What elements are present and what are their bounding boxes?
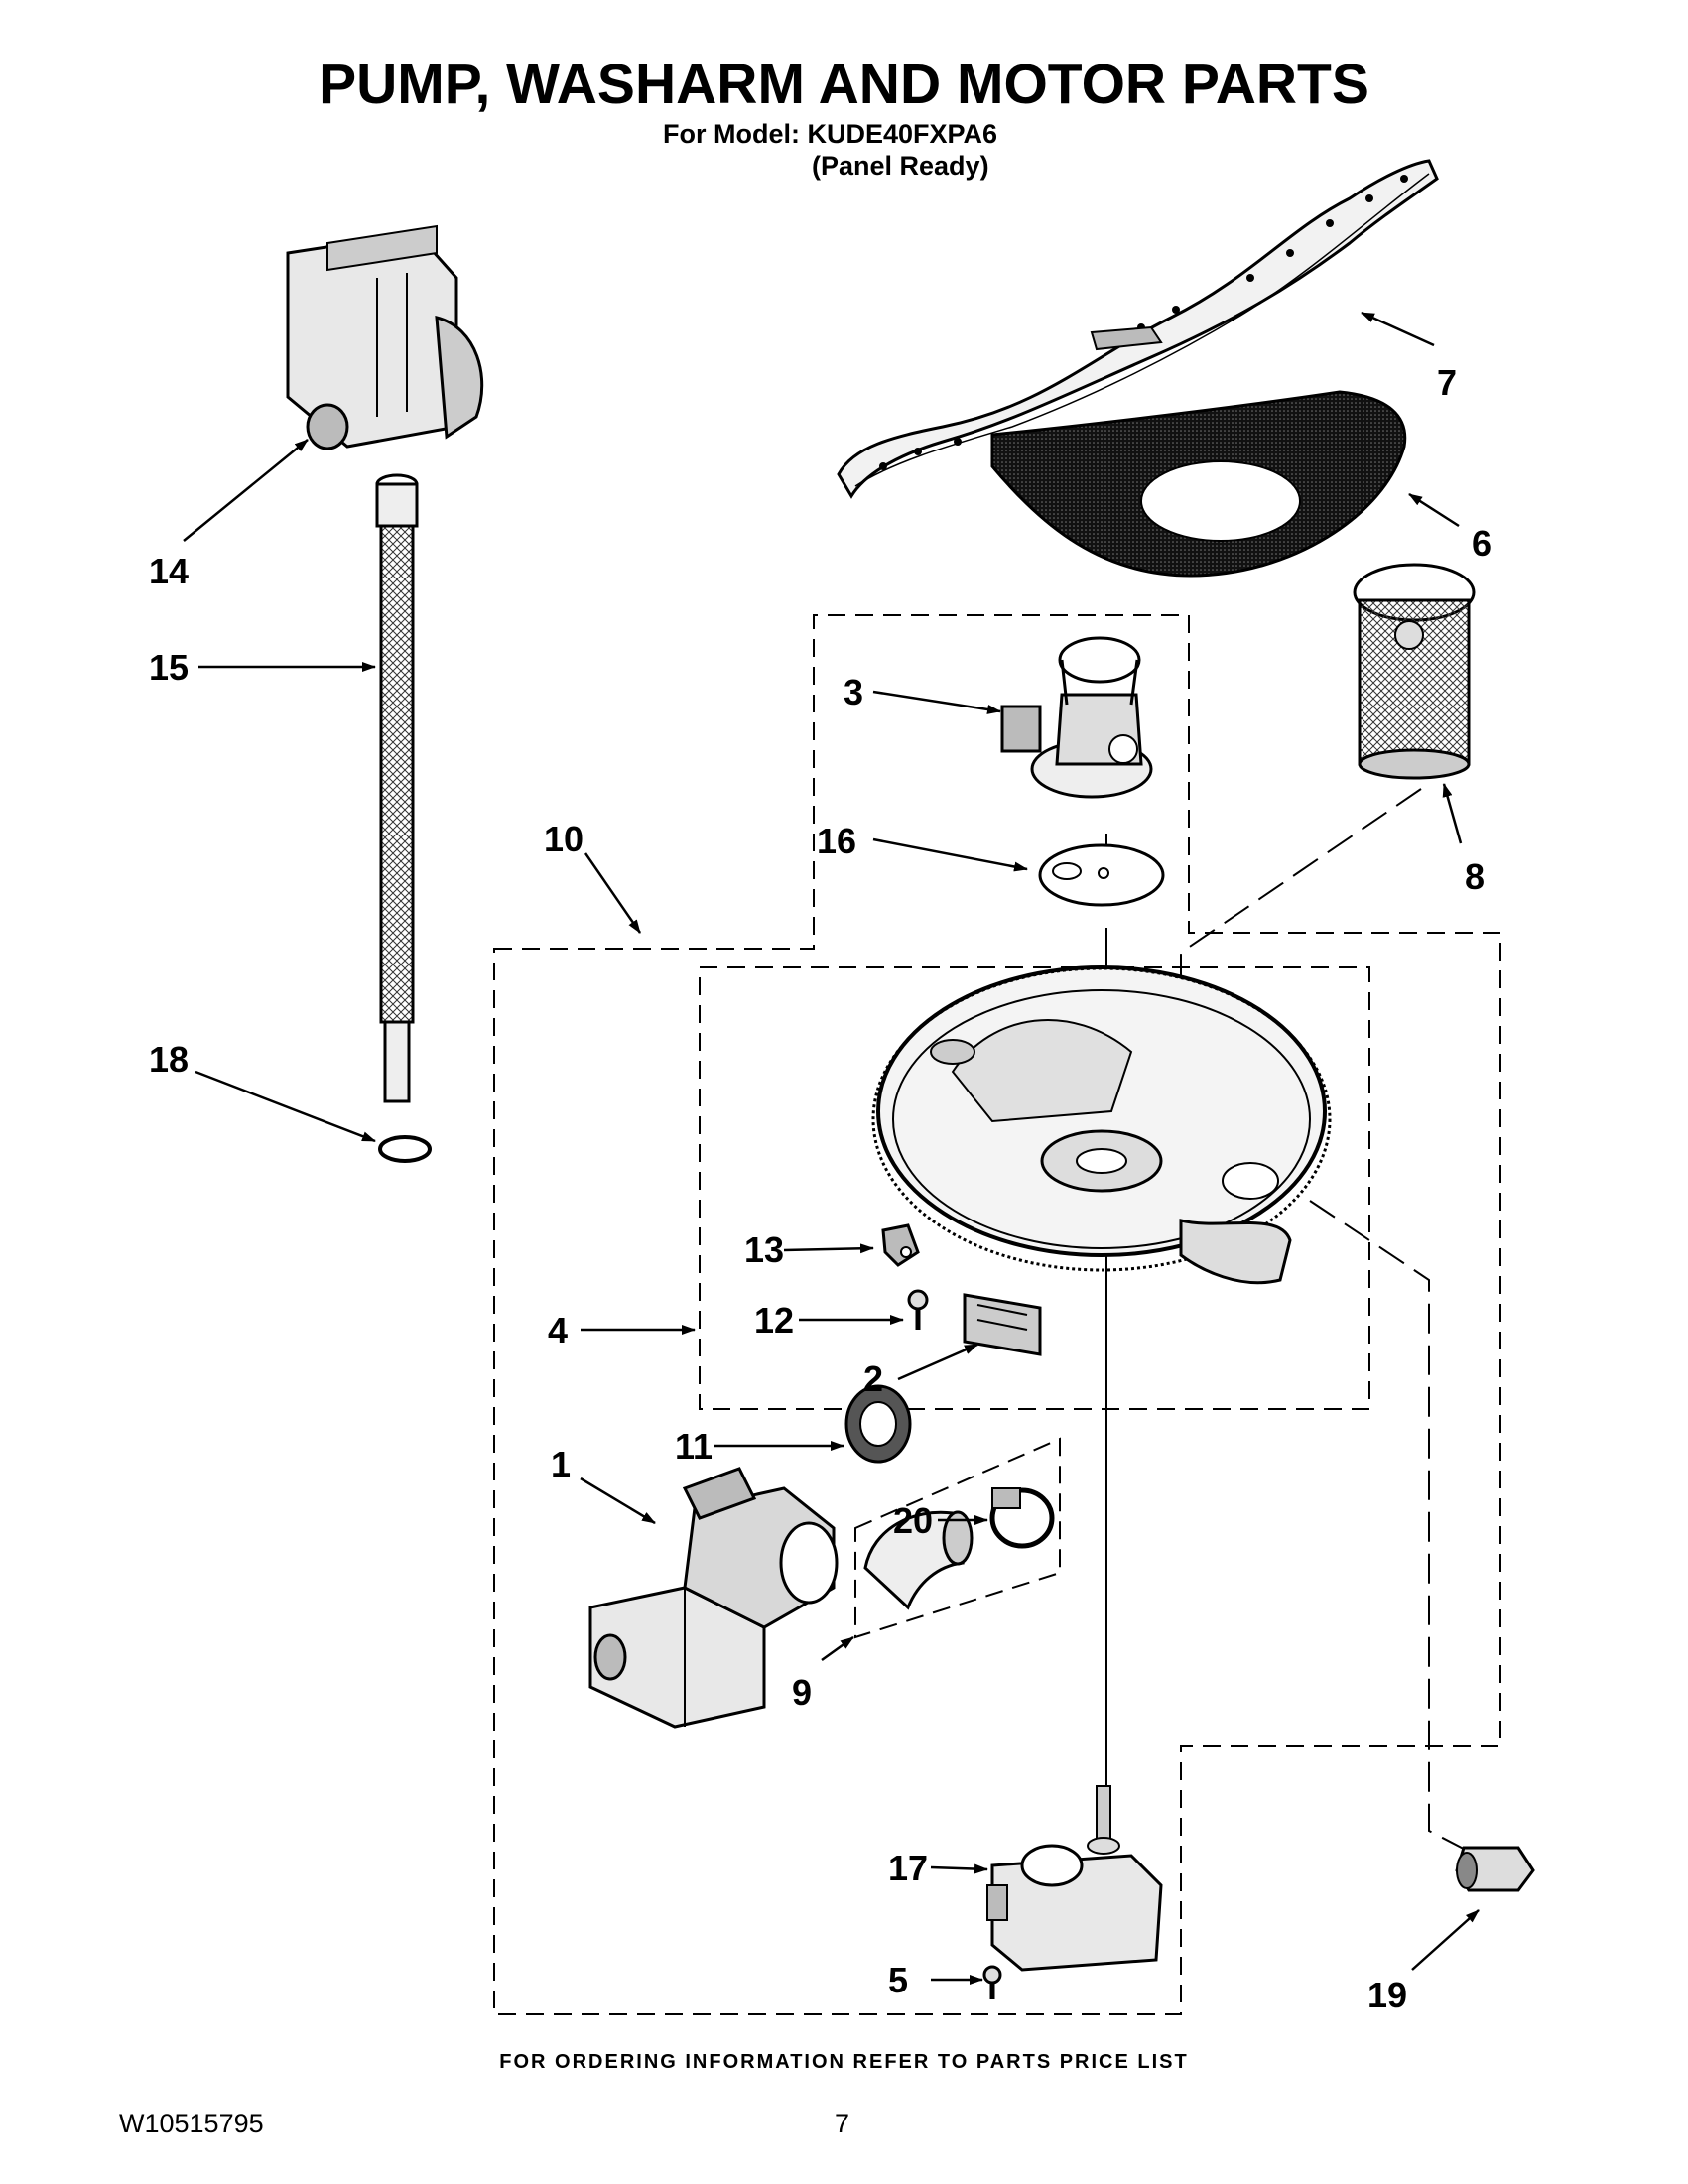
model-variant: (Panel Ready) xyxy=(812,151,989,181)
callout-19: 19 xyxy=(1367,1975,1407,2015)
callout-1: 1 xyxy=(551,1444,571,1484)
part-16-disc xyxy=(1038,843,1165,907)
part-2-connector xyxy=(963,1293,1042,1356)
callout-6: 6 xyxy=(1472,523,1492,564)
part-5-screw xyxy=(982,1965,1002,1999)
part-7-wash-arm xyxy=(837,159,1439,499)
part-20-clamp xyxy=(989,1487,1055,1549)
assembly-9-outline xyxy=(854,1437,1061,1639)
model-number: For Model: KUDE40FXPA6 xyxy=(663,119,998,149)
part-11-seal xyxy=(844,1384,912,1464)
callout-14: 14 xyxy=(149,551,189,591)
callout-18: 18 xyxy=(149,1039,189,1080)
page-number: 7 xyxy=(835,2109,850,2138)
callout-12: 12 xyxy=(754,1300,794,1341)
part-9-hose xyxy=(863,1510,974,1610)
part-13-clip xyxy=(881,1223,920,1267)
callout-16: 16 xyxy=(817,821,856,861)
callout-4: 4 xyxy=(548,1310,568,1350)
assembly-10-outline xyxy=(493,614,1501,2015)
part-6-filter-screen xyxy=(990,390,1407,578)
callout-13: 13 xyxy=(744,1229,784,1270)
callout-7: 7 xyxy=(1437,362,1457,403)
callout-8: 8 xyxy=(1465,856,1485,897)
document-number: W10515795 xyxy=(119,2109,264,2138)
callout-17: 17 xyxy=(888,1848,928,1888)
part-3-chopper-assembly xyxy=(1000,636,1153,799)
part-15-drain-hose xyxy=(375,473,419,1103)
part-8-strainer xyxy=(1353,563,1476,780)
part-14-drain-pump xyxy=(286,224,484,450)
callout-15: 15 xyxy=(149,647,189,688)
ordering-note: FOR ORDERING INFORMATION REFER TO PARTS … xyxy=(499,2051,1189,2073)
part-18-clamp xyxy=(378,1135,432,1163)
callout-20: 20 xyxy=(893,1500,933,1541)
part-1-pump-motor xyxy=(588,1467,839,1729)
callout-arrows xyxy=(183,311,1480,1985)
part-17-diverter xyxy=(986,1785,1163,1972)
callout-10: 10 xyxy=(544,819,584,859)
part-4-sump xyxy=(871,965,1332,1285)
callout-labels: 14 15 18 7 6 8 3 16 10 13 12 2 4 11 20 1… xyxy=(149,362,1492,2015)
callout-2: 2 xyxy=(863,1358,883,1399)
callout-11: 11 xyxy=(675,1426,713,1467)
callout-9: 9 xyxy=(792,1672,812,1713)
part-12-screw xyxy=(907,1289,929,1330)
callout-5: 5 xyxy=(888,1960,908,2000)
page-title: PUMP, WASHARM AND MOTOR PARTS xyxy=(319,53,1369,116)
part-19-sensor xyxy=(1455,1846,1535,1892)
assembly-boundaries xyxy=(493,614,1501,2015)
sensor-leader xyxy=(1309,1200,1482,1859)
assembly-4-outline xyxy=(699,966,1370,1410)
callout-3: 3 xyxy=(844,672,863,712)
